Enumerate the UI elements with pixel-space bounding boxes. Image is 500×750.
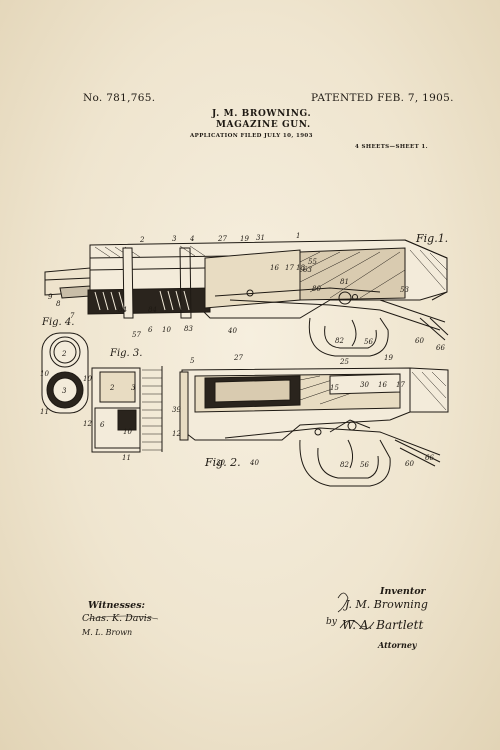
svg-text:60: 60 [415, 337, 424, 345]
svg-text:10: 10 [123, 428, 132, 436]
figure-2-drawing [179, 367, 449, 487]
inventor-signature: J. M. Browning [345, 598, 428, 611]
svg-text:17: 17 [285, 264, 294, 272]
inventor-label: Inventor [380, 586, 426, 597]
svg-text:66: 66 [436, 344, 445, 352]
svg-text:8: 8 [56, 300, 61, 308]
fig3-label: Fig. 3. [110, 348, 143, 359]
svg-text:16: 16 [270, 264, 279, 272]
svg-text:6: 6 [100, 421, 105, 429]
fig1-label: Fig.1. [416, 232, 449, 245]
svg-text:3: 3 [131, 384, 136, 392]
attorney-signature: W. A. Bartlett [342, 618, 424, 632]
sheet-info: 4 SHEETS—SHEET 1. [355, 144, 428, 150]
figure-1-drawing [44, 239, 449, 357]
svg-text:83: 83 [184, 325, 193, 333]
svg-text:25: 25 [339, 358, 349, 366]
attorney-label: Attorney [378, 640, 417, 650]
svg-text:66: 66 [425, 454, 434, 462]
application-date: APPLICATION FILED JULY 10, 1903 [190, 133, 313, 139]
svg-text:2: 2 [109, 384, 115, 392]
svg-text:9: 9 [48, 293, 53, 301]
svg-text:2: 2 [139, 236, 145, 244]
svg-text:17: 17 [396, 381, 405, 389]
by-text: by [326, 617, 337, 627]
svg-text:80: 80 [312, 285, 321, 293]
svg-text:19: 19 [384, 354, 393, 362]
svg-text:30: 30 [216, 459, 225, 467]
witness-2-signature: M. L. Brown [82, 628, 133, 637]
svg-text:18: 18 [296, 264, 305, 272]
svg-text:27: 27 [233, 354, 243, 362]
svg-text:4: 4 [189, 235, 194, 243]
svg-text:57: 57 [132, 331, 141, 339]
patented-date: PATENTED FEB. 7, 1905. [311, 92, 454, 104]
svg-text:30: 30 [360, 381, 369, 389]
svg-text:12: 12 [83, 420, 92, 428]
svg-text:15: 15 [330, 384, 339, 392]
svg-text:10: 10 [83, 375, 92, 383]
svg-text:16: 16 [378, 381, 387, 389]
svg-text:11: 11 [122, 454, 131, 462]
svg-text:3: 3 [62, 387, 67, 395]
svg-text:84: 84 [148, 306, 157, 314]
svg-text:10: 10 [40, 370, 49, 378]
svg-text:1: 1 [296, 232, 300, 240]
svg-text:31: 31 [256, 234, 265, 242]
svg-text:63: 63 [303, 266, 312, 274]
svg-text:12: 12 [172, 430, 181, 438]
svg-text:82: 82 [340, 461, 349, 469]
witnesses-label: Witnesses: [88, 600, 146, 611]
fig4-label: Fig. 4. [42, 317, 75, 328]
svg-text:10: 10 [162, 326, 171, 334]
svg-text:19: 19 [240, 235, 249, 243]
svg-text:60: 60 [405, 460, 414, 468]
fig2-label: Fig. 2. [205, 456, 241, 469]
svg-text:3: 3 [172, 235, 177, 243]
svg-text:39: 39 [172, 406, 181, 414]
patent-number: No. 781,765. [83, 92, 156, 104]
svg-text:6: 6 [148, 326, 153, 334]
witness-1-signature: Chas. K. Davis [82, 613, 152, 624]
svg-text:55: 55 [308, 258, 317, 266]
svg-text:84: 84 [118, 306, 127, 314]
svg-text:56: 56 [360, 461, 369, 469]
svg-text:27: 27 [217, 235, 227, 243]
svg-text:5: 5 [190, 357, 195, 365]
figure-3-drawing [91, 366, 163, 453]
figure-4-drawing [41, 332, 89, 414]
svg-text:81: 81 [340, 278, 349, 286]
svg-text:56: 56 [364, 338, 373, 346]
inventor-name: J. M. BROWNING. [212, 109, 312, 119]
svg-text:2: 2 [61, 350, 67, 358]
svg-text:40: 40 [249, 459, 259, 467]
svg-text:53: 53 [400, 286, 409, 294]
svg-text:11: 11 [40, 408, 49, 416]
svg-text:40: 40 [227, 327, 237, 335]
patent-title: MAGAZINE GUN. [216, 120, 311, 130]
svg-text:82: 82 [335, 337, 344, 345]
svg-text:7: 7 [70, 312, 75, 320]
